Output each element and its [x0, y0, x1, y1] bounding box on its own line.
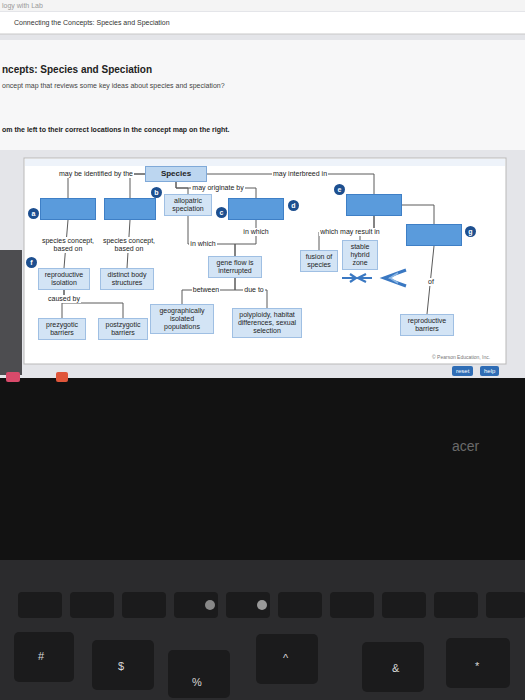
connector-line	[402, 205, 434, 224]
concept-text: distinct body structures	[103, 271, 151, 287]
connector-line	[235, 220, 256, 256]
concept-box: fusion of species	[300, 250, 338, 272]
link-phrase: in which	[242, 228, 269, 236]
connector-line	[235, 278, 267, 308]
concept-text: prezygotic barriers	[41, 321, 83, 337]
copyright-note: © Pearson Education, Inc.	[432, 354, 490, 361]
link-phrase: in which	[189, 240, 216, 248]
root-concept-box: Species	[145, 166, 207, 182]
page-subtitle: oncept map that reviews some key ideas a…	[2, 81, 225, 90]
concept-box: distinct body structures	[100, 268, 154, 290]
concept-text: reproductive isolation	[41, 271, 87, 287]
drop-target-box: c	[228, 198, 284, 220]
concept-text: postzygotic barriers	[101, 321, 145, 337]
concept-box: gene flow is interrupted	[208, 256, 262, 278]
link-phrase: due to	[243, 286, 264, 294]
link-phrase: which may result in	[319, 228, 381, 236]
help-button: help	[480, 366, 499, 376]
letter-badge: g	[465, 226, 476, 237]
letter-badge: b	[151, 187, 162, 198]
link-phrase: may originate by	[191, 184, 244, 192]
drop-target-box: e	[346, 194, 402, 216]
connector-line	[427, 246, 434, 314]
key-legend: &	[392, 662, 399, 675]
link-phrase: may be identified by the	[58, 170, 134, 178]
key-legend: *	[475, 660, 479, 673]
tab-title: Connecting the Concepts: Species and Spe…	[14, 18, 170, 27]
concept-box: reproductive isolation	[38, 268, 90, 290]
drop-target-box: g	[406, 224, 462, 246]
concept-box: polyploidy, habitat differences, sexual …	[232, 308, 302, 338]
link-phrase: between	[192, 286, 220, 294]
concept-text: Species	[148, 169, 204, 179]
link-phrase: species concept, based on	[101, 237, 157, 253]
key-legend: ^	[283, 652, 288, 665]
drop-target-box: b	[104, 198, 156, 220]
concept-text: reproductive barriers	[403, 317, 451, 333]
link-phrase: may interbreed in	[272, 170, 328, 178]
concept-box: reproductive barriers	[400, 314, 454, 336]
concept-text: gene flow is interrupted	[211, 259, 259, 275]
concept-text: geographically isolated populations	[153, 307, 211, 331]
concept-box: geographically isolated populations	[150, 304, 214, 334]
connector-line	[182, 278, 235, 304]
letter-badge: c	[216, 207, 227, 218]
key-legend: %	[192, 676, 202, 689]
key-legend: #	[38, 650, 44, 663]
link-phrase: species concept, based on	[40, 237, 96, 253]
concept-text: fusion of species	[303, 253, 335, 269]
drop-target-box: a	[40, 198, 96, 220]
letter-badge: f	[26, 257, 37, 268]
page-heading: ncepts: Species and Speciation	[2, 64, 152, 76]
concept-box: stable hybrid zone	[342, 240, 378, 270]
concept-text: polyploidy, habitat differences, sexual …	[235, 311, 299, 335]
concept-box: allopatric speciation	[164, 194, 212, 216]
link-phrase: of	[427, 278, 435, 286]
link-phrase: caused by	[47, 295, 81, 303]
letter-badge: d	[288, 200, 299, 211]
concept-box: postzygotic barriers	[98, 318, 148, 340]
connector-line	[188, 216, 235, 256]
letter-badge: e	[334, 184, 345, 195]
concept-text: allopatric speciation	[167, 197, 209, 213]
breadcrumb-text: logy with Lab	[2, 1, 43, 10]
letter-badge: a	[28, 208, 39, 219]
brand-logo: acer	[452, 438, 479, 454]
key-legend: $	[118, 660, 124, 673]
instruction-text: om the left to their correct locations i…	[2, 125, 230, 134]
concept-text: stable hybrid zone	[345, 243, 375, 267]
reset-button: reset	[452, 366, 473, 376]
concept-box: prezygotic barriers	[38, 318, 86, 340]
